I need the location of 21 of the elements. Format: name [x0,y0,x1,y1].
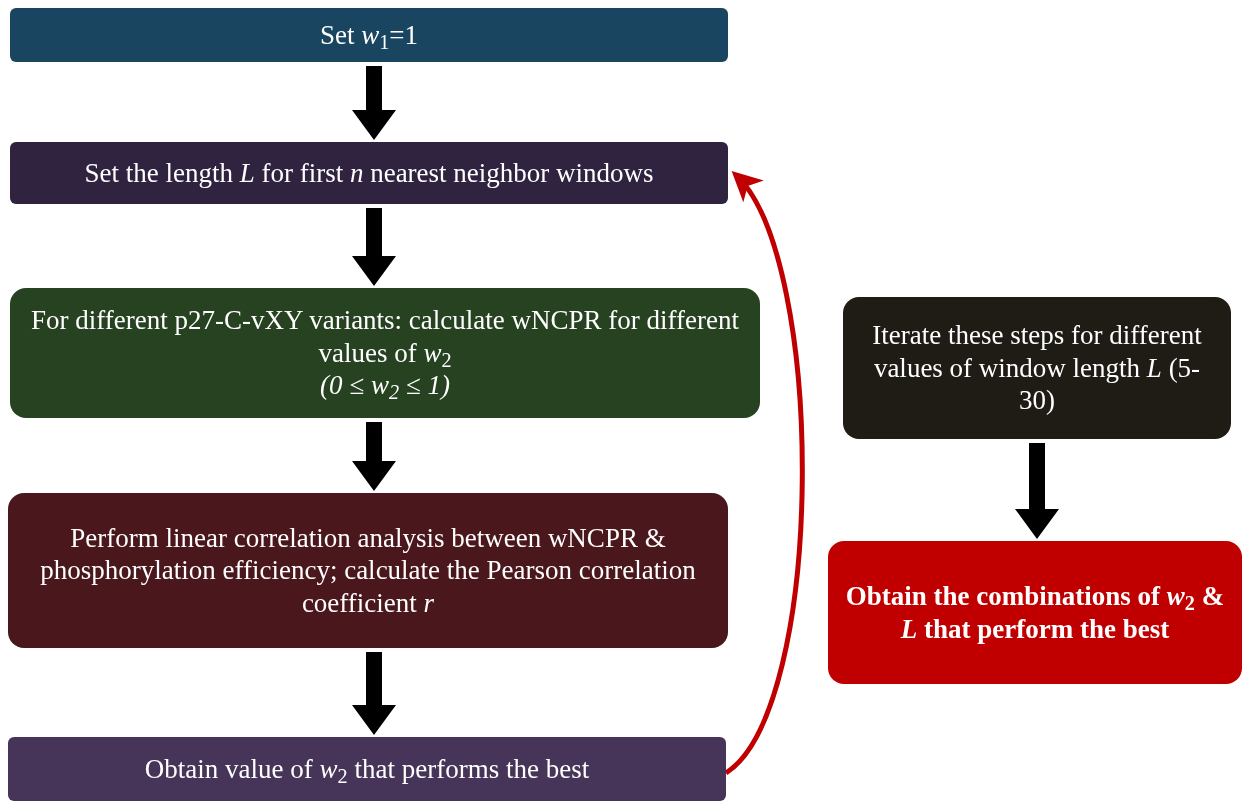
block-arrow [352,422,396,491]
step-text: Set the length L for first n nearest neighbor windows [84,156,654,190]
step-text: Set w$_{1}$=1 [319,18,419,52]
step-text: Obtain the combinations of w$_{2}$ & L that perform the best [844,580,1226,645]
step-text: Obtain value of w$_{2}$ that performs the best [144,752,590,786]
process-box [10,8,728,62]
step-text: For different p27-C-vXY variants: calculate wNCPR for different values of w$_{2}$ [29,304,741,370]
block-arrow [352,652,396,735]
process-box [8,493,728,648]
process-box [10,288,760,418]
process-box [8,737,726,801]
step-text: (0 ≤ w$_{2}$ ≤ 1) [320,369,450,402]
process-box [843,297,1231,439]
curved-arrow [724,170,805,775]
block-arrow [352,208,396,286]
block-arrow [1015,443,1059,539]
process-box [10,142,728,204]
step-text: Perform linear correlation analysis between wNCPR & phosphorylation efficiency; calculate the Pearson correlation coefficient r [39,521,697,620]
process-box [828,541,1242,684]
block-arrow [352,66,396,140]
step-text: Iterate these steps for different values of window length L (5-30) [871,319,1203,417]
